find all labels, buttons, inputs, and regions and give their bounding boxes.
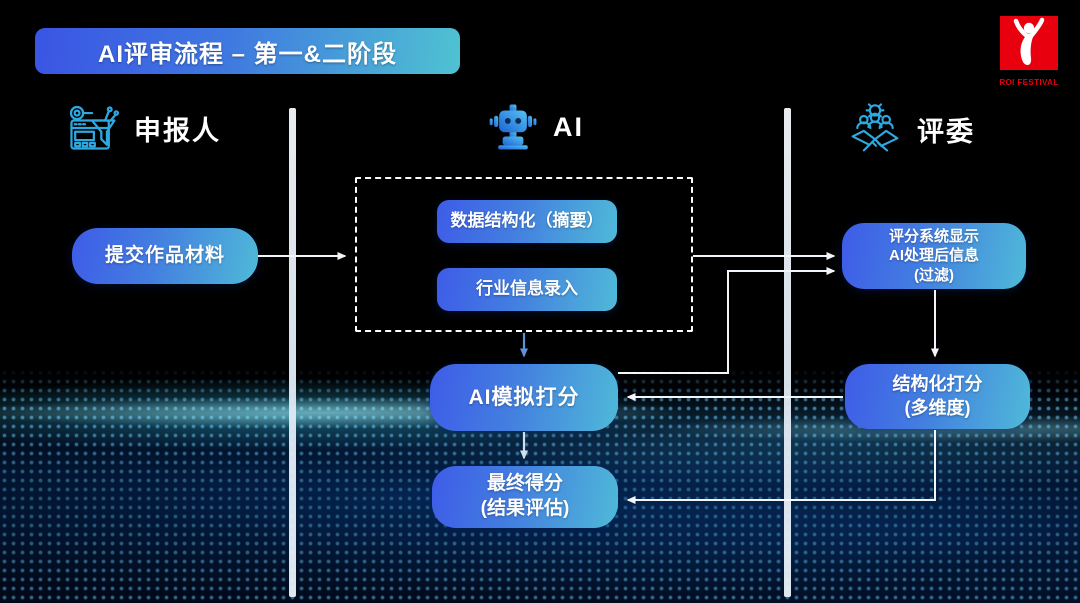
applicant-terminal-icon: [69, 105, 120, 150]
ai-processing-group: [355, 177, 693, 332]
judges-handshake-icon: [851, 103, 899, 152]
node-scoring-system-display-line2: AI处理后信息: [888, 247, 979, 265]
node-scoring-system-display: 评分系统显示 AI处理后信息 (过滤): [842, 223, 1026, 289]
column-label-judges: 评委: [917, 116, 975, 147]
column-label-ai: AI: [553, 111, 584, 142]
page-title-text: AI评审流程 – 第一&二阶段: [97, 40, 397, 68]
robot-icon: [489, 104, 537, 150]
node-submit-materials-label: 提交作品材料: [104, 244, 225, 266]
node-ai-mock-scoring-label: AI模拟打分: [468, 385, 580, 409]
roi-festival-logo-text: ROI FESTIVAL: [999, 78, 1059, 87]
node-final-score: 最终得分 (结果评估): [432, 466, 618, 528]
node-data-structuring: 数据结构化（摘要）: [437, 200, 617, 243]
node-scoring-system-display-line1: 评分系统显示: [888, 227, 979, 245]
arrow-structured-to-final: [626, 430, 936, 504]
roi-festival-logo: ROI FESTIVAL: [998, 16, 1060, 87]
column-header-ai: AI: [487, 101, 584, 153]
column-header-applicant: 申报人: [64, 100, 221, 156]
roi-festival-logo-icon: [1000, 16, 1058, 70]
node-structured-scoring: 结构化打分 (多维度): [845, 364, 1030, 429]
column-header-judges: 评委: [847, 102, 975, 156]
node-ai-mock-scoring: AI模拟打分: [430, 364, 618, 431]
node-industry-info-label: 行业信息录入: [476, 279, 578, 299]
column-divider-2: [784, 108, 791, 597]
node-final-score-line1: 最终得分: [486, 473, 563, 495]
node-data-structuring-label: 数据结构化（摘要）: [450, 211, 604, 231]
column-label-applicant: 申报人: [134, 115, 221, 146]
node-structured-scoring-line1: 结构化打分: [892, 374, 983, 395]
column-divider-1: [289, 108, 296, 597]
node-final-score-line2: (结果评估): [480, 498, 570, 519]
node-structured-scoring-line2: (多维度): [904, 397, 971, 418]
node-submit-materials: 提交作品材料: [72, 228, 258, 284]
page-title: AI评审流程 – 第一&二阶段: [35, 28, 460, 74]
node-industry-info: 行业信息录入: [437, 268, 617, 311]
node-scoring-system-display-line3: (过滤): [914, 266, 954, 284]
